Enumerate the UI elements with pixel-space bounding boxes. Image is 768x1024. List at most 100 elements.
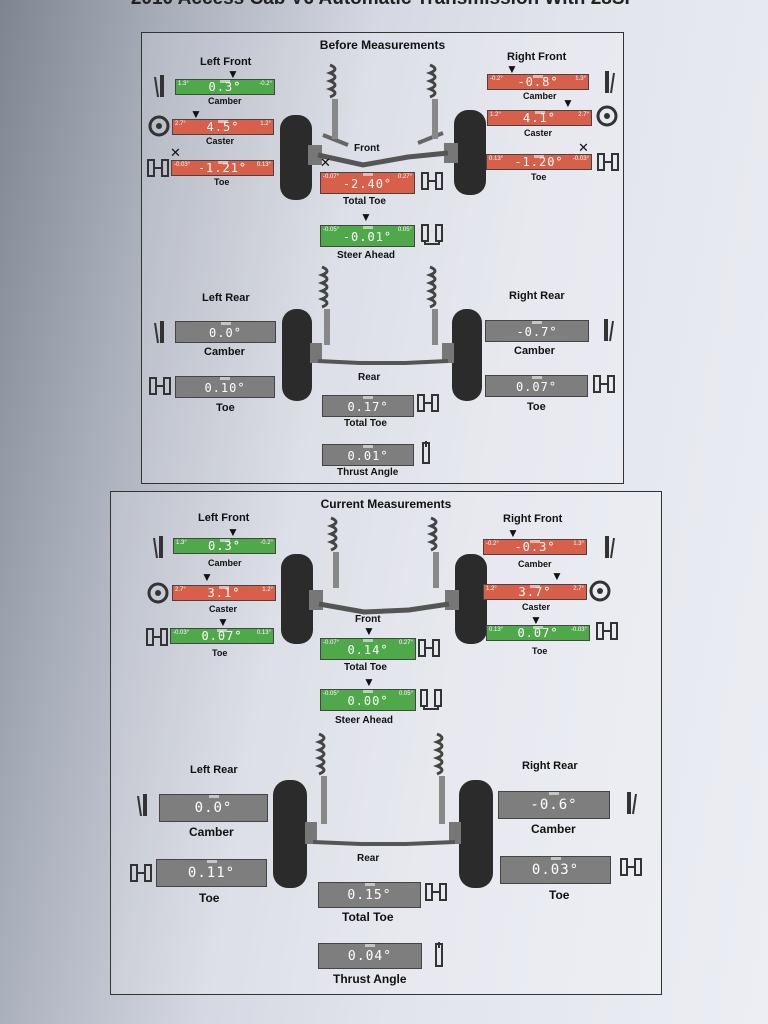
- lr-toe-value: 0.10°: [204, 381, 246, 395]
- lf-caster-value: 4.5°: [206, 120, 240, 134]
- thrust-angle-gauge: 0.01°: [322, 444, 414, 466]
- down-arrow-icon: ▼: [551, 569, 563, 583]
- thrust-angle-icon: [435, 942, 443, 967]
- lr-camber-gauge: 0.0°: [175, 321, 276, 343]
- lf-toe-value: -1.21°: [197, 161, 248, 175]
- camber-icon: [605, 536, 615, 559]
- lf-toe-label: Toe: [212, 648, 228, 658]
- toe-icon: [596, 622, 618, 640]
- lr-toe-value: 0.11°: [187, 865, 236, 881]
- document-header: 2010 Access Cab V6 Automatic Transmissio…: [0, 0, 768, 10]
- toe-icon: [620, 858, 642, 876]
- rf-caster-label: Caster: [524, 128, 553, 138]
- left-front-label: Left Front: [198, 512, 250, 524]
- down-arrow-icon: ▼: [507, 526, 519, 540]
- front-axle-label: Front: [355, 614, 381, 625]
- lf-camber-value: 0.3°: [208, 539, 241, 553]
- rear-total-toe-value: 0.17°: [347, 400, 389, 414]
- toe-icon: [146, 628, 168, 646]
- lf-camber-gauge: 1.3° -0.2° 0.3°: [173, 538, 276, 554]
- lr-toe-gauge: 0.10°: [175, 376, 275, 398]
- front-axle-label: Front: [354, 143, 380, 154]
- out-of-spec-x-icon: ✕: [578, 140, 589, 155]
- lf-camber-gauge: 1.3° -0.2° 0.3°: [175, 79, 275, 95]
- front-total-toe-value: -2.40°: [342, 177, 393, 191]
- caster-icon: [147, 582, 169, 604]
- lf-camber-value: 0.3°: [208, 80, 242, 94]
- total-toe-icon: [425, 883, 447, 901]
- lr-camber-gauge: 0.0°: [159, 794, 268, 822]
- lr-camber-label: Camber: [204, 346, 245, 358]
- total-toe-icon: [421, 172, 443, 190]
- caster-icon: [589, 580, 611, 602]
- lr-toe-label: Toe: [199, 891, 220, 905]
- thrust-angle-label: Thrust Angle: [337, 467, 399, 478]
- steer-ahead-icon: [420, 689, 442, 710]
- steer-ahead-value: 0.00°: [347, 694, 389, 708]
- down-arrow-icon: ▼: [217, 615, 229, 629]
- camber-icon: [154, 321, 164, 344]
- lr-camber-value: 0.0°: [209, 326, 242, 340]
- lf-caster-gauge: 2.7° 1.2° 4.5°: [172, 119, 274, 135]
- rear-axle-label: Rear: [358, 372, 381, 383]
- rear-suspension-illustration: [273, 732, 493, 888]
- camber-icon: [605, 71, 615, 94]
- toe-icon: [130, 864, 152, 882]
- toe-icon: [149, 377, 171, 395]
- down-arrow-icon: ▼: [227, 525, 239, 539]
- toe-icon: [597, 153, 619, 171]
- camber-icon: [137, 794, 147, 817]
- rr-camber-value: -0.7°: [516, 325, 558, 339]
- front-total-toe-gauge: -0.07° 0.27° 0.14°: [320, 638, 416, 660]
- front-total-toe-value: 0.14°: [347, 643, 389, 657]
- total-toe-icon: [418, 639, 440, 657]
- lr-camber-value: 0.0°: [194, 800, 233, 816]
- rf-camber-gauge: -0.2° 1.3° -0.8°: [487, 74, 589, 90]
- thrust-angle-value: 0.04°: [347, 949, 393, 964]
- down-arrow-icon: ▼: [530, 613, 542, 627]
- front-total-toe-gauge: -0.07° 0.27° -2.40°: [320, 172, 415, 194]
- lf-toe-value: 0.07°: [201, 629, 243, 643]
- caster-icon: [596, 105, 618, 127]
- down-arrow-icon: ▼: [190, 107, 202, 121]
- rf-camber-label: Camber: [523, 91, 557, 101]
- camber-icon: [604, 319, 614, 342]
- thrust-angle-value: 0.01°: [347, 449, 389, 463]
- section-title: Before Measurements: [319, 38, 446, 52]
- current-measurements-section: Current Measurements Left Front ▼ 1.3° -…: [110, 491, 662, 995]
- rr-camber-label: Camber: [531, 822, 576, 836]
- steer-ahead-icon: [421, 224, 443, 245]
- right-rear-label: Right Rear: [522, 760, 578, 772]
- rr-toe-value: 0.07°: [515, 380, 558, 394]
- rf-caster-value: 4.1°: [523, 111, 556, 125]
- thrust-angle-gauge: 0.04°: [318, 943, 422, 969]
- down-arrow-icon: ▼: [201, 570, 213, 584]
- rear-total-toe-label: Total Toe: [342, 910, 394, 924]
- rf-caster-gauge: 1.2° 2.7° 4.1°: [487, 110, 592, 126]
- rear-total-toe-value: 0.15°: [347, 888, 392, 903]
- front-suspension-illustration: [280, 63, 486, 200]
- rr-camber-label: Camber: [514, 345, 555, 357]
- steer-ahead-value: -0.01°: [342, 230, 393, 244]
- rf-toe-gauge: 0.13° -0.03° -1.20°: [486, 154, 592, 170]
- down-arrow-icon: ▼: [360, 210, 372, 224]
- down-arrow-icon: ▼: [562, 96, 574, 110]
- down-arrow-icon: ▼: [506, 62, 518, 76]
- steer-ahead-gauge: -0.05° 0.05° -0.01°: [320, 225, 415, 247]
- out-of-spec-x-icon: ✕: [170, 145, 181, 160]
- rf-caster-gauge: 1.2° 2.7° 3.7°: [483, 584, 587, 600]
- out-of-spec-x-icon: ✕: [320, 155, 331, 170]
- camber-icon: [627, 792, 637, 815]
- camber-icon: [154, 75, 164, 98]
- rr-camber-value: -0.6°: [530, 797, 578, 813]
- before-measurements-section: Before Measurements Left Front ▼ 1.3° -0…: [141, 32, 624, 484]
- lf-caster-gauge: 2.7° 1.2° 3.1°: [172, 585, 276, 601]
- lf-toe-gauge: -0.03° 0.13° -1.21°: [171, 160, 274, 176]
- right-front-label: Right Front: [507, 51, 567, 63]
- rr-toe-gauge: 0.07°: [485, 375, 588, 397]
- rr-toe-gauge: 0.03°: [500, 856, 611, 884]
- rf-caster-value: 3.7°: [518, 585, 552, 599]
- left-rear-label: Left Rear: [190, 764, 238, 776]
- down-arrow-icon: ▼: [227, 67, 239, 81]
- lr-toe-label: Toe: [216, 402, 235, 414]
